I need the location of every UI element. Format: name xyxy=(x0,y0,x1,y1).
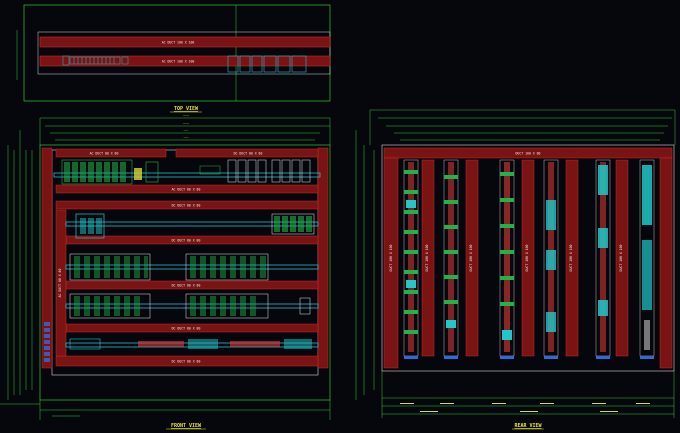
rear-bottom-dimensions xyxy=(381,371,675,418)
rear-vertical-duct-5 xyxy=(615,159,629,357)
rear-right-duct xyxy=(659,157,673,369)
front-duct-row1-left xyxy=(55,148,167,158)
front-left-dimensions xyxy=(0,130,40,405)
front-duct-row3 xyxy=(55,200,319,210)
rear-bottom-dim-texts xyxy=(400,403,650,412)
front-duct-left-vertical xyxy=(41,147,53,369)
front-duct-row7-label: DC DUCT 80 X 80 xyxy=(172,360,201,364)
front-dim-c: ─── xyxy=(183,130,189,133)
rear-top-dimensions xyxy=(369,109,676,145)
rear-vertical-duct-2-label: DUCT 100 X 100 xyxy=(469,244,473,271)
front-duct-row7 xyxy=(55,355,319,367)
rear-terminal-column-4 xyxy=(543,159,559,357)
front-dim-a: ──── xyxy=(182,115,190,118)
front-duct-mid-vertical xyxy=(55,209,67,357)
rear-vertical-duct-1 xyxy=(421,159,435,357)
front-row4-relay-cells xyxy=(74,296,256,316)
front-view: ──── ──── ─── ─── AC DUCT 80 X 80 DC DUC… xyxy=(0,115,331,430)
top-view-title: TOP VIEW xyxy=(174,106,199,112)
rear-terminal-column-2 xyxy=(443,159,459,357)
rear-view-title: REAR VIEW xyxy=(514,423,542,429)
rear-vertical-duct-5-label: DUCT 100 X 100 xyxy=(619,244,623,271)
rear-top-duct-label: DUCT 100 X 80 xyxy=(516,152,541,156)
front-row5-terminals xyxy=(69,338,312,350)
front-dim-b: ──── xyxy=(182,123,190,126)
rear-view: DUCT 100 X 80 DUCT 100 X 100 DUCT 100 X … xyxy=(355,109,676,430)
front-view-title: FRONT VIEW xyxy=(171,423,202,429)
front-row1-breakers xyxy=(61,159,159,185)
rear-terminal-column-1 xyxy=(403,159,419,357)
rear-vertical-duct-2 xyxy=(465,159,479,357)
front-row3-relay-cells xyxy=(74,256,266,278)
rear-enclosure-outer xyxy=(381,144,675,372)
front-duct-right-vertical xyxy=(317,147,329,369)
front-bottom-dimensions xyxy=(39,400,331,420)
rear-terminal-column-6 xyxy=(639,159,655,357)
front-left-terminal-column xyxy=(44,322,50,362)
front-row1-relays xyxy=(199,159,311,183)
rear-vertical-duct-1-label: DUCT 100 X 100 xyxy=(425,244,429,271)
rear-vertical-duct-4-label: DUCT 100 X 100 xyxy=(569,244,573,271)
top-view-lower-duct-label: AC DUCT 100 X 100 xyxy=(162,60,195,64)
front-duct-row1-right xyxy=(175,148,319,158)
top-view-modules xyxy=(227,55,307,73)
rear-vertical-duct-3-label: DUCT 100 X 100 xyxy=(525,244,529,271)
rear-bottom-ground-bars xyxy=(404,356,654,359)
top-view-upper-duct-label: AC DUCT 100 X 100 xyxy=(162,41,195,45)
rear-vertical-duct-4 xyxy=(565,159,579,357)
rear-vertical-duct-6-label: DUCT 100 X 100 xyxy=(389,244,393,271)
top-view-terminal-strip xyxy=(62,55,129,66)
top-view-upper-duct xyxy=(39,36,331,48)
rear-left-duct xyxy=(383,157,399,369)
front-row2-modules xyxy=(75,213,315,239)
front-row3-relay-banks xyxy=(69,253,269,281)
front-duct-row6-label: DC DUCT 80 X 80 xyxy=(172,326,201,330)
top-view-lower-duct xyxy=(39,55,331,67)
front-duct-row2-label: AC DUCT 80 X 80 xyxy=(172,187,201,191)
top-view-frame xyxy=(23,4,331,102)
rear-top-duct xyxy=(383,147,673,159)
rear-vertical-duct-3 xyxy=(521,159,535,357)
top-view: AC DUCT 100 X 100 AC DUCT 100 X 100 TOP … xyxy=(16,4,331,113)
front-dim-d: ─── xyxy=(183,137,189,140)
front-din-rails xyxy=(53,172,321,348)
front-duct-row4-label: DC DUCT 80 X 80 xyxy=(172,238,201,242)
front-duct-left-vertical-label: AC DUCT 80 X 80 xyxy=(58,269,62,298)
rear-terminal-column-3 xyxy=(499,159,515,357)
front-top-dimensions xyxy=(39,117,331,145)
front-enclosure-outer xyxy=(39,144,331,401)
front-duct-row1-left-label: AC DUCT 80 X 80 xyxy=(90,151,119,155)
rear-terminal-column-5 xyxy=(595,159,611,357)
front-duct-row3-label: DC DUCT 80 X 80 xyxy=(172,203,201,207)
rear-left-dimensions xyxy=(355,130,375,400)
front-duct-row5-label: DC DUCT 80 X 80 xyxy=(172,283,201,287)
front-duct-row1-right-label: DC DUCT 80 X 80 xyxy=(234,151,263,155)
front-row4-relay-banks xyxy=(69,293,311,319)
front-duct-row2 xyxy=(55,184,319,194)
top-view-box-outline xyxy=(37,31,331,75)
